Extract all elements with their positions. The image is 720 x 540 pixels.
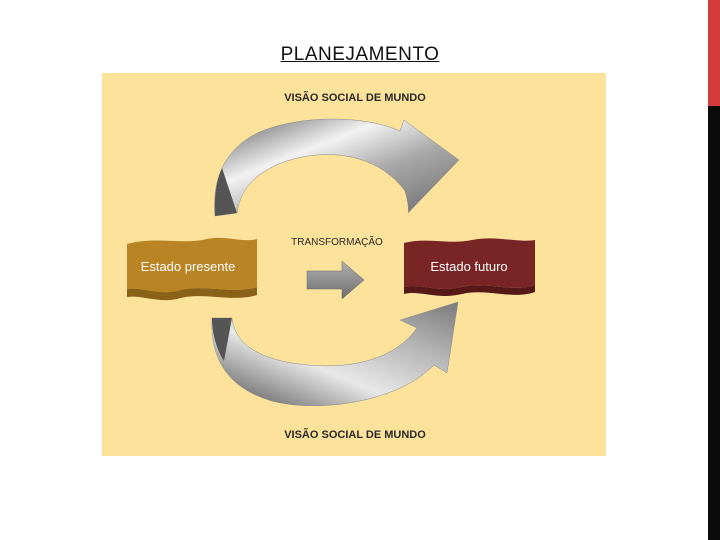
present-state-banner <box>127 237 257 301</box>
bottom-curved-arrow <box>211 301 459 407</box>
top-worldview-label: VISÃO SOCIAL DE MUNDO <box>284 91 426 104</box>
transformation-diagram: VISÃO SOCIAL DE MUNDO VISÃO SOCIAL DE MU… <box>102 73 606 456</box>
future-state-banner <box>404 238 535 296</box>
slide-title: PLANEJAMENTO <box>280 44 440 65</box>
present-state-label: Estado presente <box>141 259 236 274</box>
diagram-canvas: VISÃO SOCIAL DE MUNDO VISÃO SOCIAL DE MU… <box>127 91 535 441</box>
slide-accent-bar <box>708 0 720 106</box>
bottom-worldview-label: VISÃO SOCIAL DE MUNDO <box>284 428 426 441</box>
transformation-label: TRANSFORMAÇÃO <box>291 235 383 248</box>
transformation-arrow-icon <box>306 260 365 300</box>
top-curved-arrow <box>214 118 460 217</box>
future-state-label: Estado futuro <box>430 259 507 274</box>
slide-right-bar <box>708 0 720 540</box>
